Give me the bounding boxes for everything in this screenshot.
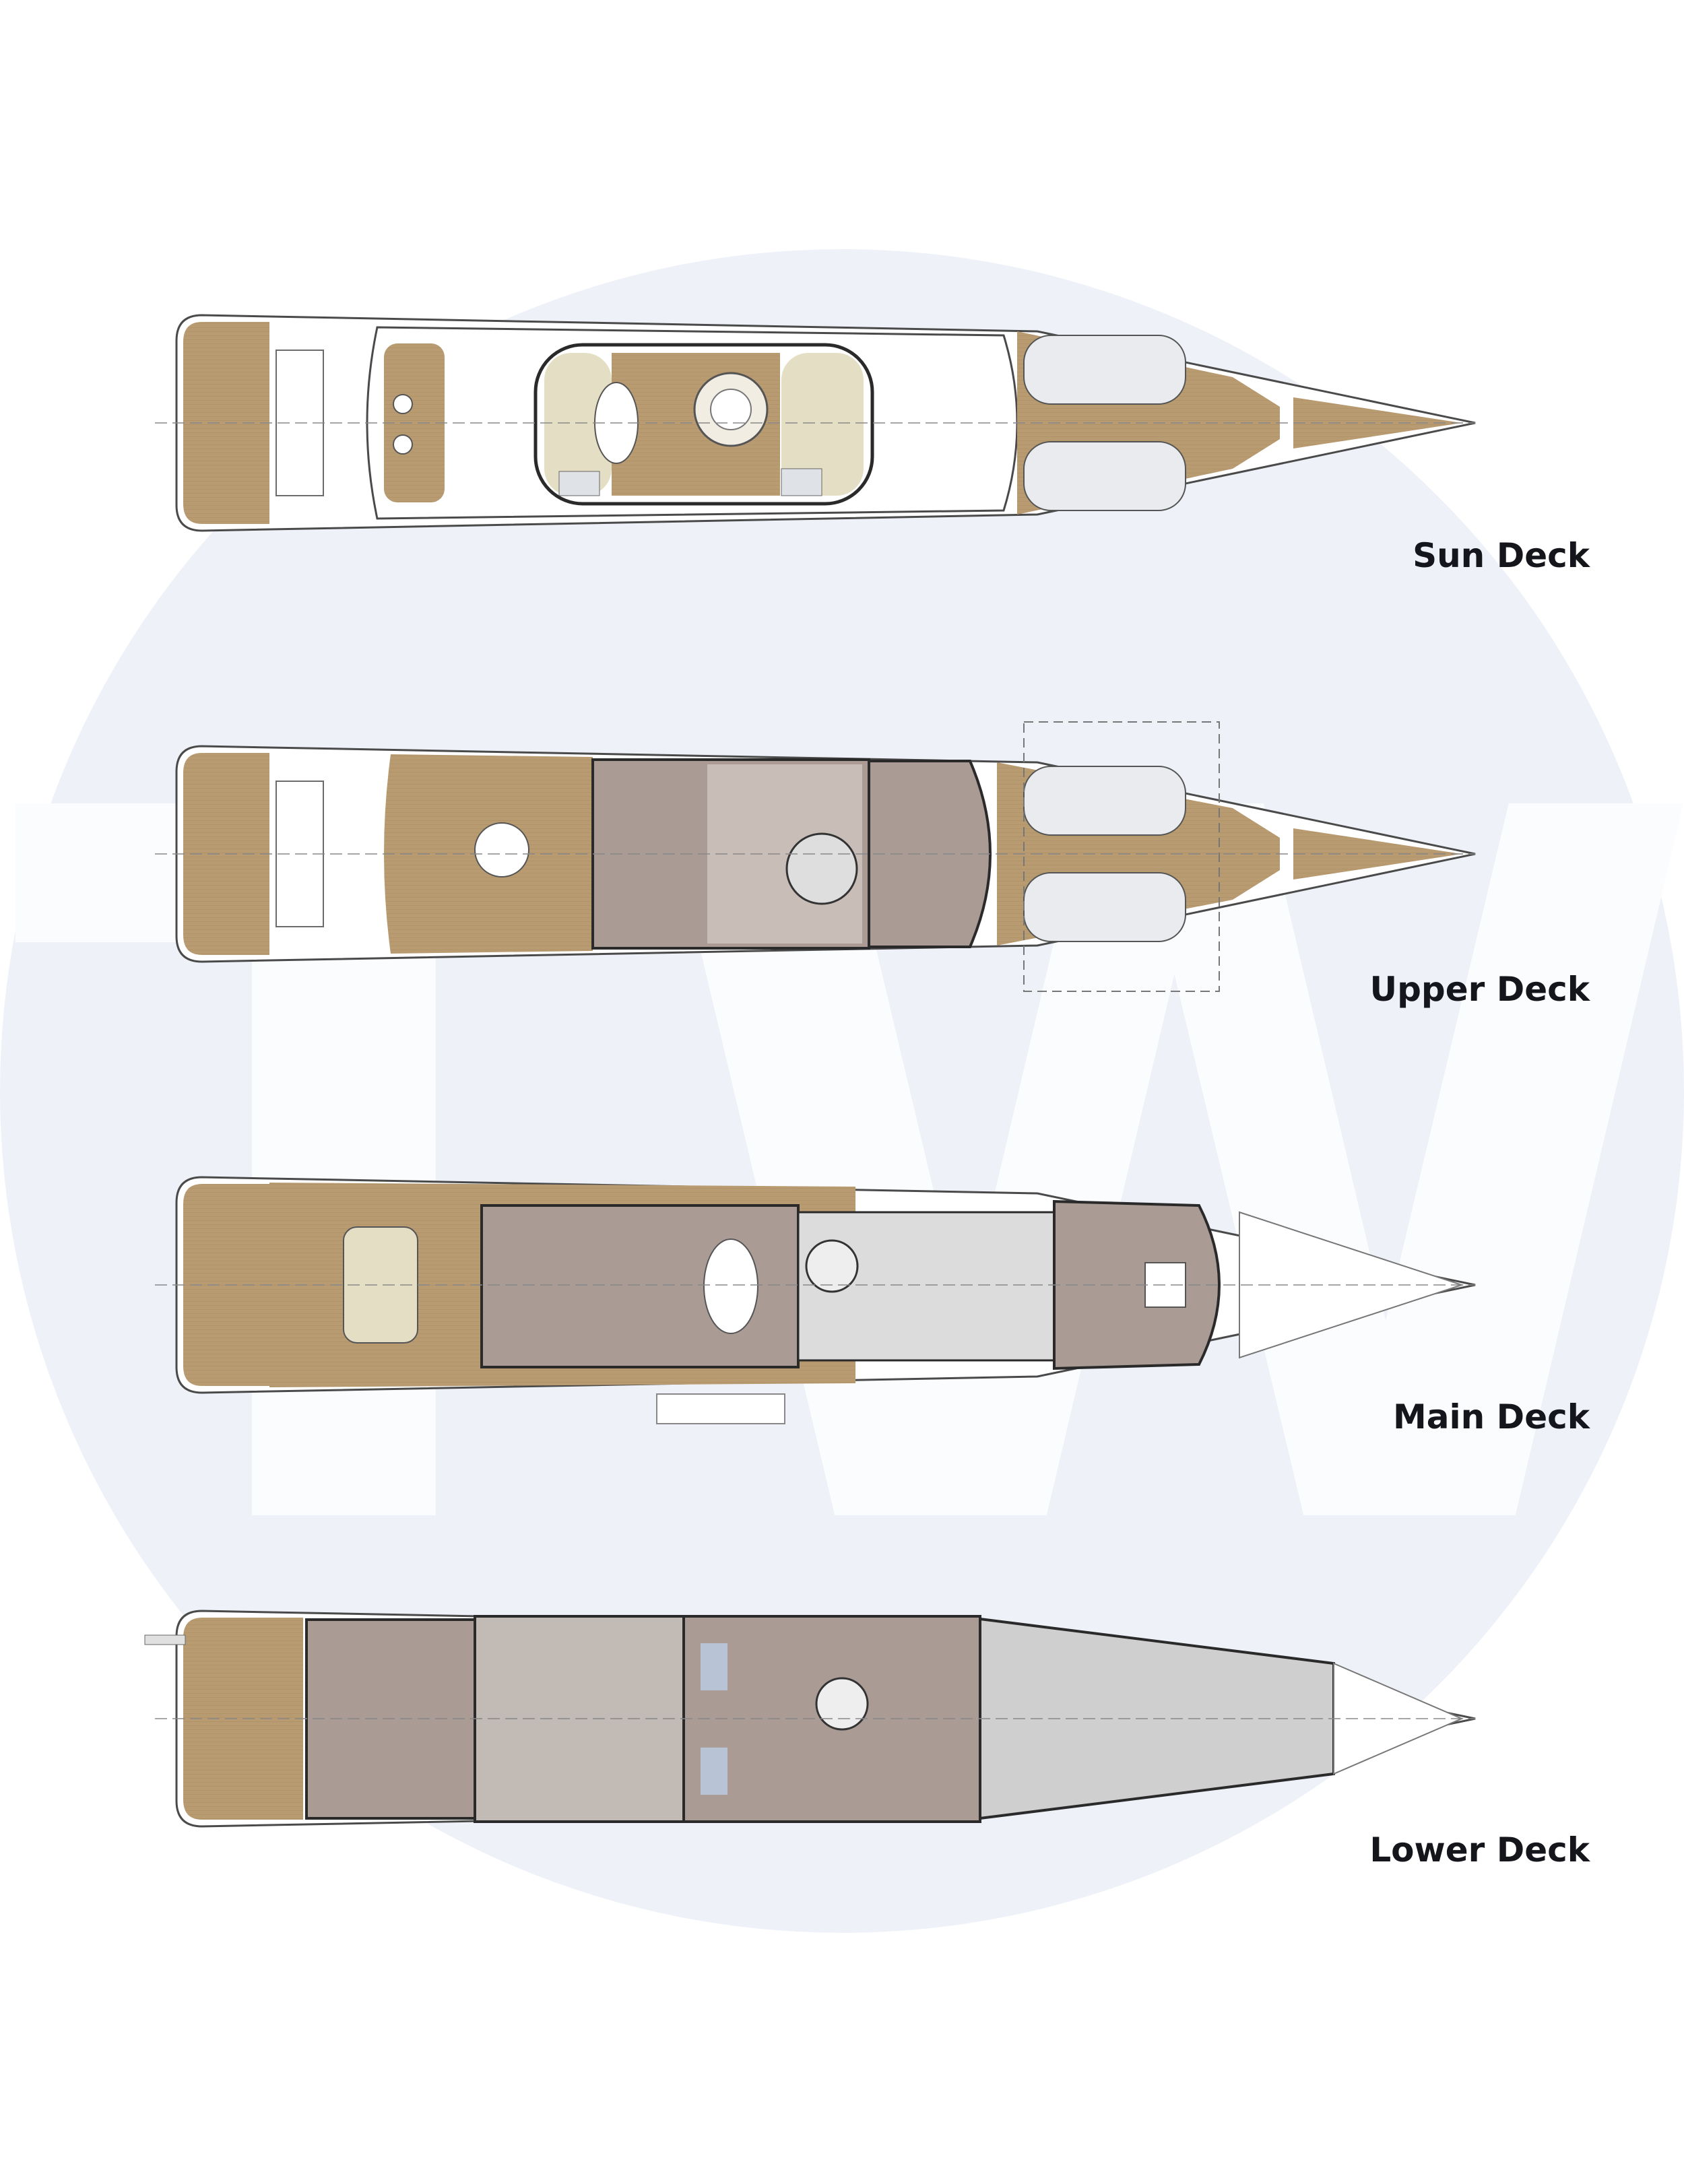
main-deck-side-platform [656, 1393, 785, 1424]
tw-logo-watermark: TW [0, 249, 1684, 1933]
sun-deck-jacuzzi-inner [710, 389, 752, 430]
sun-deck-bow-tip [1293, 397, 1462, 449]
sun-deck-aft-lounge [384, 343, 445, 502]
upper-deck-crane-envelope [1023, 721, 1220, 992]
sun-deck-tender-starboard [1023, 335, 1186, 405]
deck-label-upper: Upper Deck [1369, 970, 1590, 1009]
sun-deck-lounge-area [544, 353, 612, 496]
lower-deck-spiral-stair [815, 1677, 869, 1731]
sun-deck-sunpad [781, 353, 864, 496]
upper-deck-round-table [474, 822, 529, 878]
deck-label-lower: Lower Deck [1369, 1830, 1590, 1869]
sun-deck-stair [558, 471, 600, 496]
upper-deck-spiral-stair [785, 832, 858, 905]
upper-deck-tender-starboard [1023, 766, 1186, 836]
main-deck-dining-table [703, 1238, 758, 1334]
sun-deck-plan [155, 314, 1476, 532]
main-deck-plan [155, 1176, 1476, 1424]
upper-deck-bow-tip [1293, 828, 1462, 880]
lower-deck-swim-platform [144, 1634, 186, 1645]
sun-deck-tender-port [1023, 441, 1186, 511]
upper-deck-plan [155, 721, 1476, 992]
lower-deck-plan [144, 1610, 1476, 1828]
main-deck-spiral-stair [805, 1239, 859, 1293]
sun-deck-chair [393, 394, 413, 414]
sun-deck-chair [393, 434, 413, 455]
lower-deck-bathroom [701, 1643, 727, 1690]
upper-deck-tender-port [1023, 872, 1186, 942]
watermark-circle [0, 249, 1684, 1933]
sun-deck-stair [781, 468, 822, 496]
deck-label-sun: Sun Deck [1413, 536, 1590, 575]
lower-deck-bathroom [701, 1748, 727, 1795]
deck-label-main: Main Deck [1393, 1397, 1590, 1436]
